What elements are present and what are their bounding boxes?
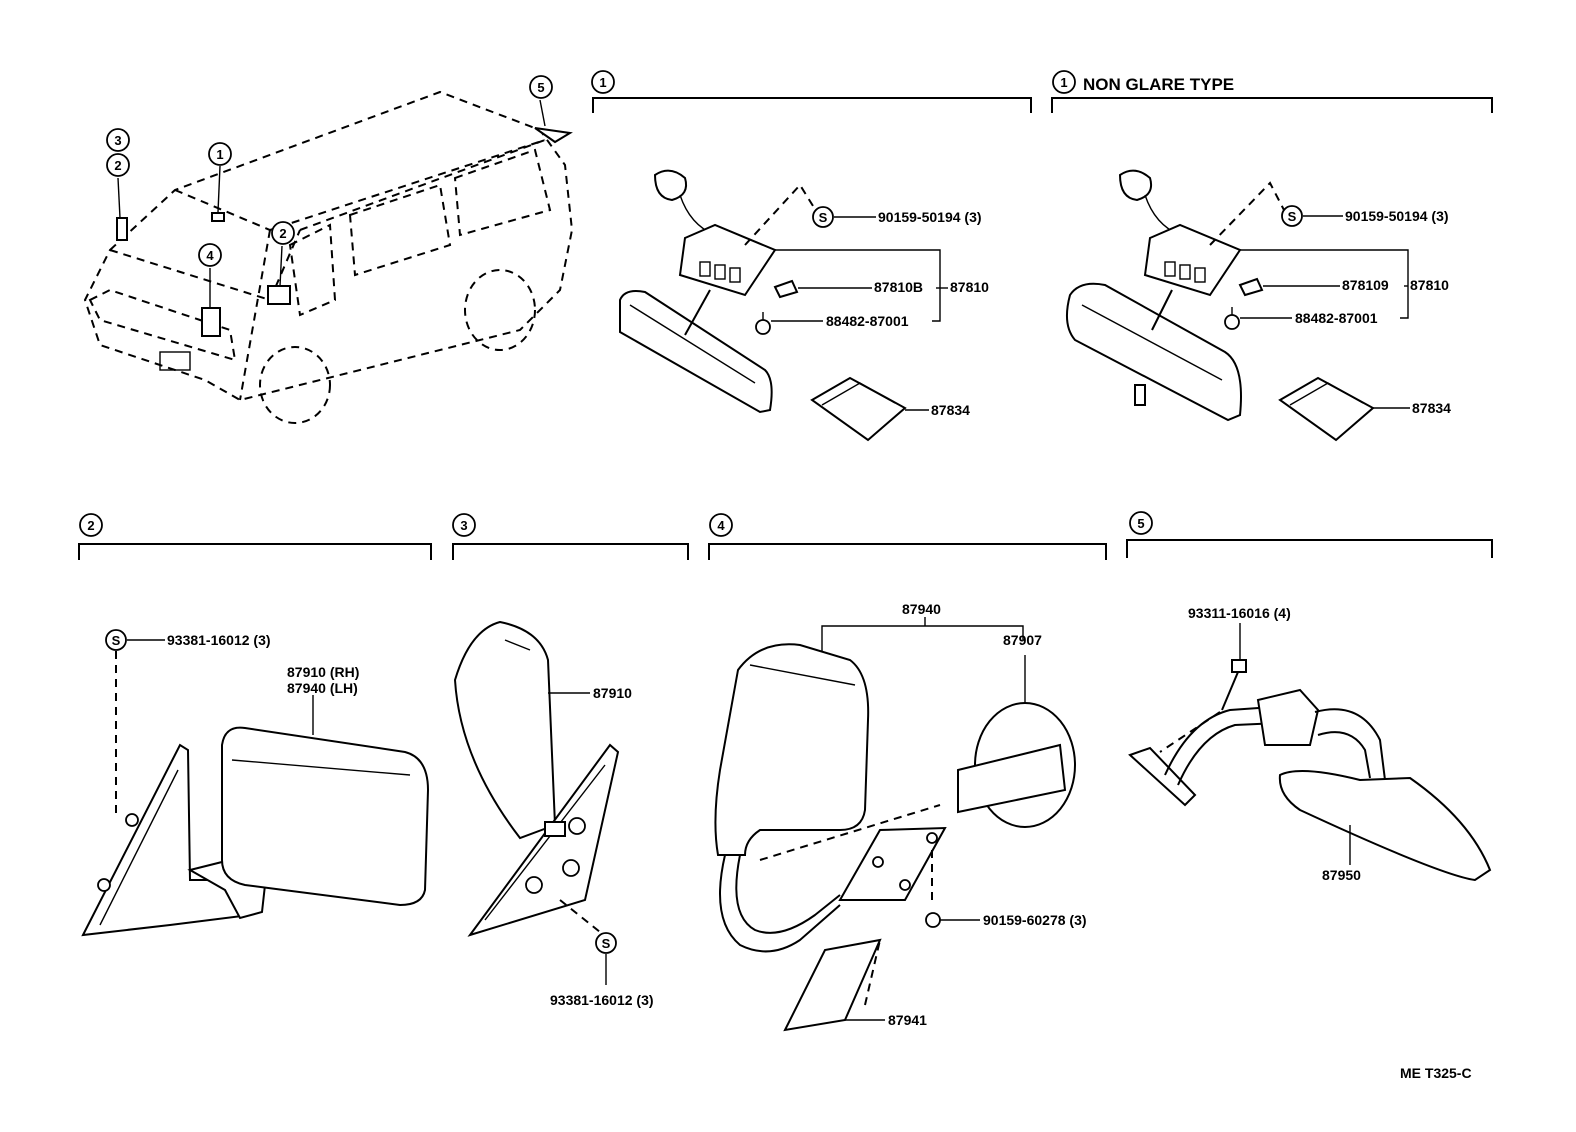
section-1-number: 1 — [599, 75, 606, 90]
s2-screw-label: 93381-16012 (3) — [167, 632, 271, 648]
s1ng-screw-s-icon: S — [1288, 209, 1297, 224]
s1ng-bulb-label: 878109 — [1342, 277, 1389, 293]
s5-mirror-label: 87950 — [1322, 867, 1361, 883]
s1-clip-label: 88482-87001 — [826, 313, 909, 329]
s1ng-clip-label: 88482-87001 — [1295, 310, 1378, 326]
s5-screw-label: 93311-16016 (4) — [1188, 605, 1291, 621]
callout-5: 5 — [537, 80, 544, 95]
section-1-non-glare: 1 NON GLARE TYPE S 90159-50194 (3) 87810… — [1051, 70, 1493, 442]
s1-bulb-label: 87810B — [874, 279, 923, 295]
s1ng-cover-label: 87834 — [1412, 400, 1451, 416]
section-3-door-mirror: 3 87910 S 93381-16012 (3) — [452, 513, 689, 1008]
s3-mirror-label: 87910 — [593, 685, 632, 701]
section-1ng-number: 1 — [1060, 75, 1067, 90]
callout-3: 3 — [114, 133, 121, 148]
s1-screw-s-icon: S — [819, 210, 828, 225]
s4-mirror-label: 87907 — [1003, 632, 1042, 648]
s4-assy-label: 87940 — [902, 601, 941, 617]
callout-1: 1 — [216, 147, 223, 162]
van-overview: 3 2 1 2 4 5 — [83, 75, 574, 424]
section-5-under-mirror: 5 93311-16016 (4) 87950 — [1126, 511, 1493, 883]
section-1ng-title: NON GLARE TYPE — [1083, 75, 1234, 94]
s3-screw-label: 93381-16012 (3) — [550, 992, 654, 1008]
section-5-number: 5 — [1137, 516, 1144, 531]
section-4-number: 4 — [717, 518, 725, 533]
section-4-fender-mirror: 4 87940 87907 90159-60278 (3) 87941 — [708, 513, 1107, 1032]
s2-rh-label: 87910 (RH) — [287, 664, 359, 680]
s2-lh-label: 87940 (LH) — [287, 680, 358, 696]
s1ng-assy-label: 87810 — [1410, 277, 1449, 293]
s2-screw-s-icon: S — [112, 633, 121, 648]
callout-2-side: 2 — [279, 226, 286, 241]
s3-screw-s-icon: S — [602, 936, 611, 951]
callout-4: 4 — [206, 248, 214, 263]
s1-assy-label: 87810 — [950, 279, 989, 295]
section-3-number: 3 — [460, 518, 467, 533]
s1-screw-label: 90159-50194 (3) — [878, 209, 982, 225]
s1-cover-label: 87834 — [931, 402, 970, 418]
section-2-number: 2 — [87, 518, 94, 533]
diagram-code: ME T325-C — [1400, 1065, 1472, 1081]
s1ng-screw-label: 90159-50194 (3) — [1345, 208, 1449, 224]
s4-bracket-label: 87941 — [888, 1012, 927, 1028]
section-1-inner-mirror: 1 S 90159-50194 (3) 87810B 87810 88482-8… — [591, 70, 1032, 442]
s4-screw-label: 90159-60278 (3) — [983, 912, 1087, 928]
callout-2: 2 — [114, 158, 121, 173]
section-2-door-mirror: 2 S 93381-16012 (3) 87910 (RH) 87940 (LH… — [78, 513, 432, 937]
